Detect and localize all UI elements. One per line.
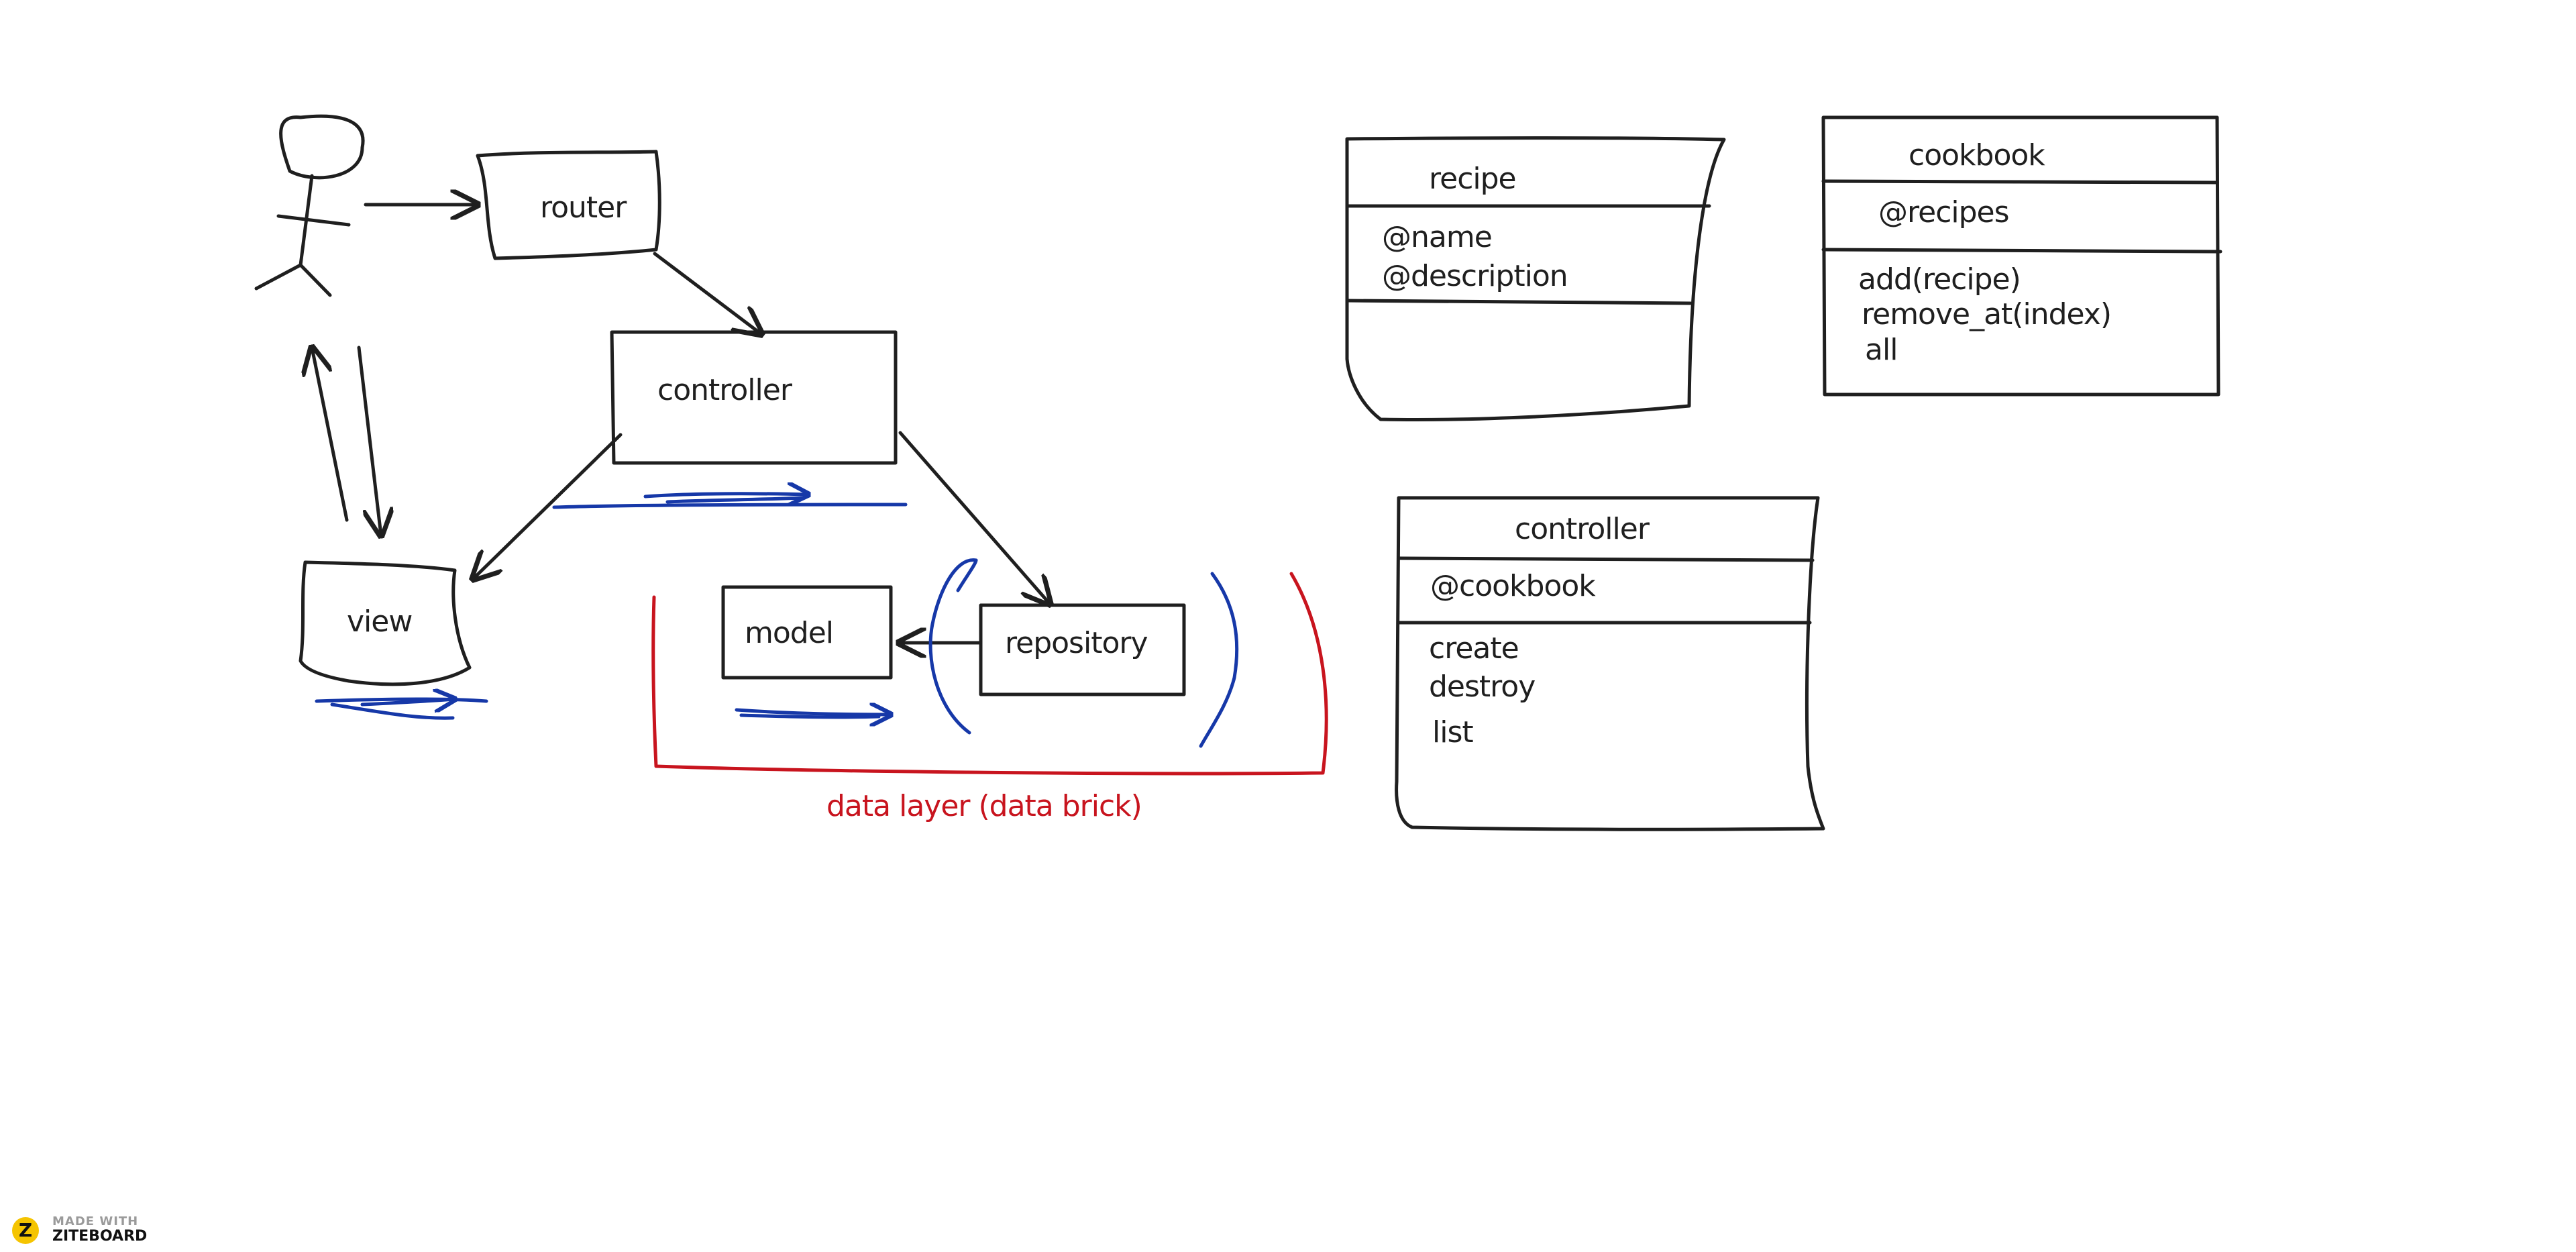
arrow-user-to-view: [357, 346, 381, 535]
router-box: [476, 150, 661, 260]
cookbook-method-all: all: [1865, 333, 1898, 367]
controller-box: [610, 330, 898, 465]
model-label: model: [745, 616, 834, 650]
blue-underline-controller: [552, 494, 908, 509]
recipe-class-title: recipe: [1429, 162, 1517, 196]
cookbook-method-add: add(recipe): [1858, 262, 2021, 297]
user-stick-figure: [254, 114, 365, 297]
cookbook-attr-recipes: @recipes: [1878, 195, 2010, 229]
model-box: [721, 585, 893, 680]
repository-label: repository: [1005, 626, 1148, 660]
cookbook-class-title: cookbook: [1909, 138, 2045, 172]
controller-method-create: create: [1429, 631, 1519, 666]
repository-box: [979, 603, 1186, 696]
view-label: view: [347, 605, 413, 639]
controller-class-title: controller: [1515, 512, 1650, 546]
data-layer-label: data layer (data brick): [826, 789, 1142, 823]
blue-underline-view: [315, 699, 488, 720]
ziteboard-name: ZITEBOARD: [52, 1228, 148, 1245]
controller-class-box: [1395, 496, 1825, 831]
made-with-text: MADE WITH: [52, 1214, 139, 1229]
controller-label: controller: [657, 373, 792, 407]
arrow-controller-to-view: [473, 433, 623, 579]
router-label: router: [540, 191, 627, 225]
controller-method-destroy: destroy: [1429, 670, 1536, 704]
cookbook-class-box: [1821, 115, 2222, 397]
blue-arrow-model: [735, 710, 891, 717]
blue-close-paren: [1199, 572, 1239, 748]
arrow-router-to-controller: [653, 252, 761, 334]
arrow-view-to-user: [312, 348, 349, 522]
controller-attr-cookbook: @cookbook: [1430, 569, 1596, 603]
view-box: [299, 560, 472, 686]
recipe-attr-description: @description: [1382, 259, 1568, 293]
blue-open-paren-hook: [956, 558, 978, 592]
arrow-controller-to-repository: [898, 431, 1050, 604]
blue-open-paren: [928, 558, 978, 735]
cookbook-method-remove-at: remove_at(index): [1862, 297, 2112, 331]
data-layer-bracket: [651, 572, 1328, 776]
ziteboard-branding: Z MADE WITH ZITEBOARD: [12, 1214, 173, 1247]
recipe-attr-name: @name: [1382, 220, 1493, 254]
controller-method-list: list: [1432, 715, 1474, 749]
recipe-class-box: [1345, 136, 1726, 422]
ziteboard-logo-icon: Z: [12, 1217, 39, 1244]
